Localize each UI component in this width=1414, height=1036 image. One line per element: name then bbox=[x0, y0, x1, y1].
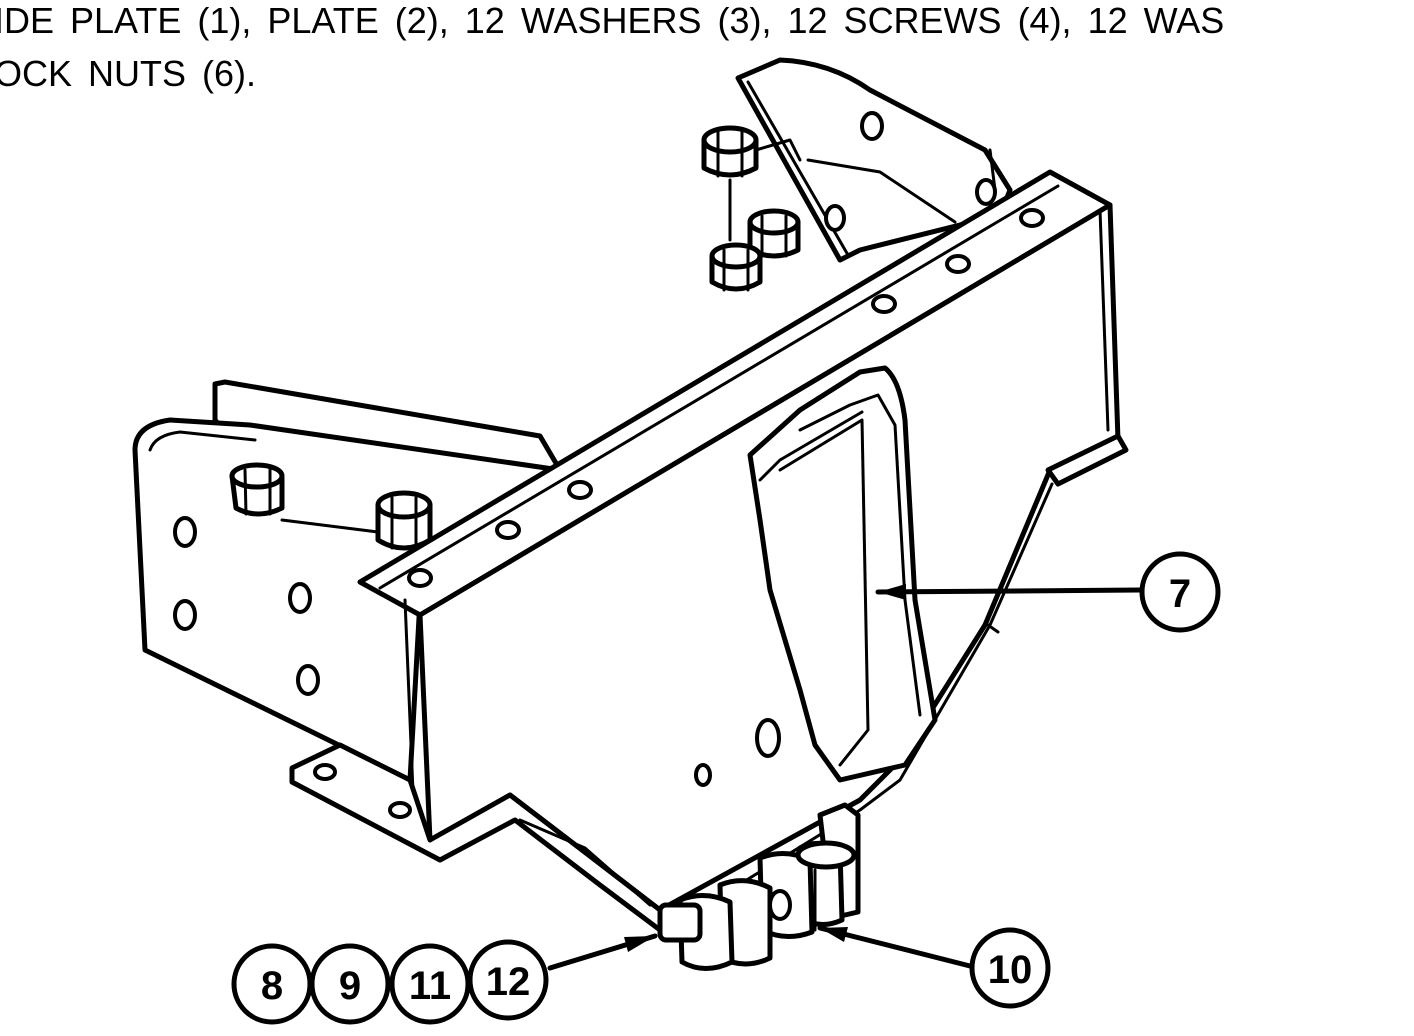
bracket-hole bbox=[860, 111, 884, 141]
left-bolt-1 bbox=[229, 462, 285, 517]
flange-hole bbox=[945, 254, 971, 274]
foot-hole bbox=[313, 763, 337, 781]
callout-12: 12 bbox=[467, 939, 549, 1021]
callout-11-label: 11 bbox=[409, 964, 451, 1008]
callout-9-label: 9 bbox=[339, 964, 361, 1008]
side-plate-hole bbox=[296, 664, 320, 696]
flange-hole bbox=[871, 294, 897, 314]
left-bolt-2 bbox=[280, 490, 433, 551]
callout-7-label: 7 bbox=[1169, 572, 1191, 616]
bracket-hole bbox=[975, 178, 997, 206]
rear-bolt-upper bbox=[701, 125, 802, 178]
flange-hole bbox=[407, 568, 433, 588]
callout-12-label: 12 bbox=[486, 960, 531, 1004]
leader-lines bbox=[547, 584, 1143, 971]
callout-9: 9 bbox=[309, 943, 391, 1025]
foot-hole bbox=[388, 801, 412, 819]
flange-hole bbox=[495, 520, 521, 540]
bracket-hole bbox=[824, 204, 846, 232]
caption-line-2: OCK NUTS (6). bbox=[0, 53, 257, 94]
callout-11: 11 bbox=[389, 943, 471, 1025]
cutaway-opening bbox=[747, 365, 938, 783]
side-plate-hole bbox=[173, 516, 197, 548]
caption-line-1: IDE PLATE (1), PLATE (2), 12 WASHERS (3)… bbox=[0, 0, 1225, 41]
side-plate-hole bbox=[173, 599, 197, 631]
flange-hole bbox=[1019, 208, 1045, 228]
bottom-pin-assembly bbox=[657, 802, 861, 971]
callout-8: 8 bbox=[231, 943, 313, 1025]
web-hole bbox=[755, 718, 781, 758]
flange-hole bbox=[567, 480, 593, 500]
callout-10-label: 10 bbox=[988, 948, 1033, 992]
rear-upright-bracket bbox=[735, 57, 1013, 263]
callout-8-label: 8 bbox=[261, 964, 283, 1008]
side-plate-hole bbox=[288, 582, 312, 614]
rear-bolt-lower bbox=[709, 178, 763, 292]
callout-7: 7 bbox=[1139, 551, 1221, 633]
web-hole bbox=[694, 763, 712, 787]
callout-10: 10 bbox=[969, 927, 1051, 1009]
